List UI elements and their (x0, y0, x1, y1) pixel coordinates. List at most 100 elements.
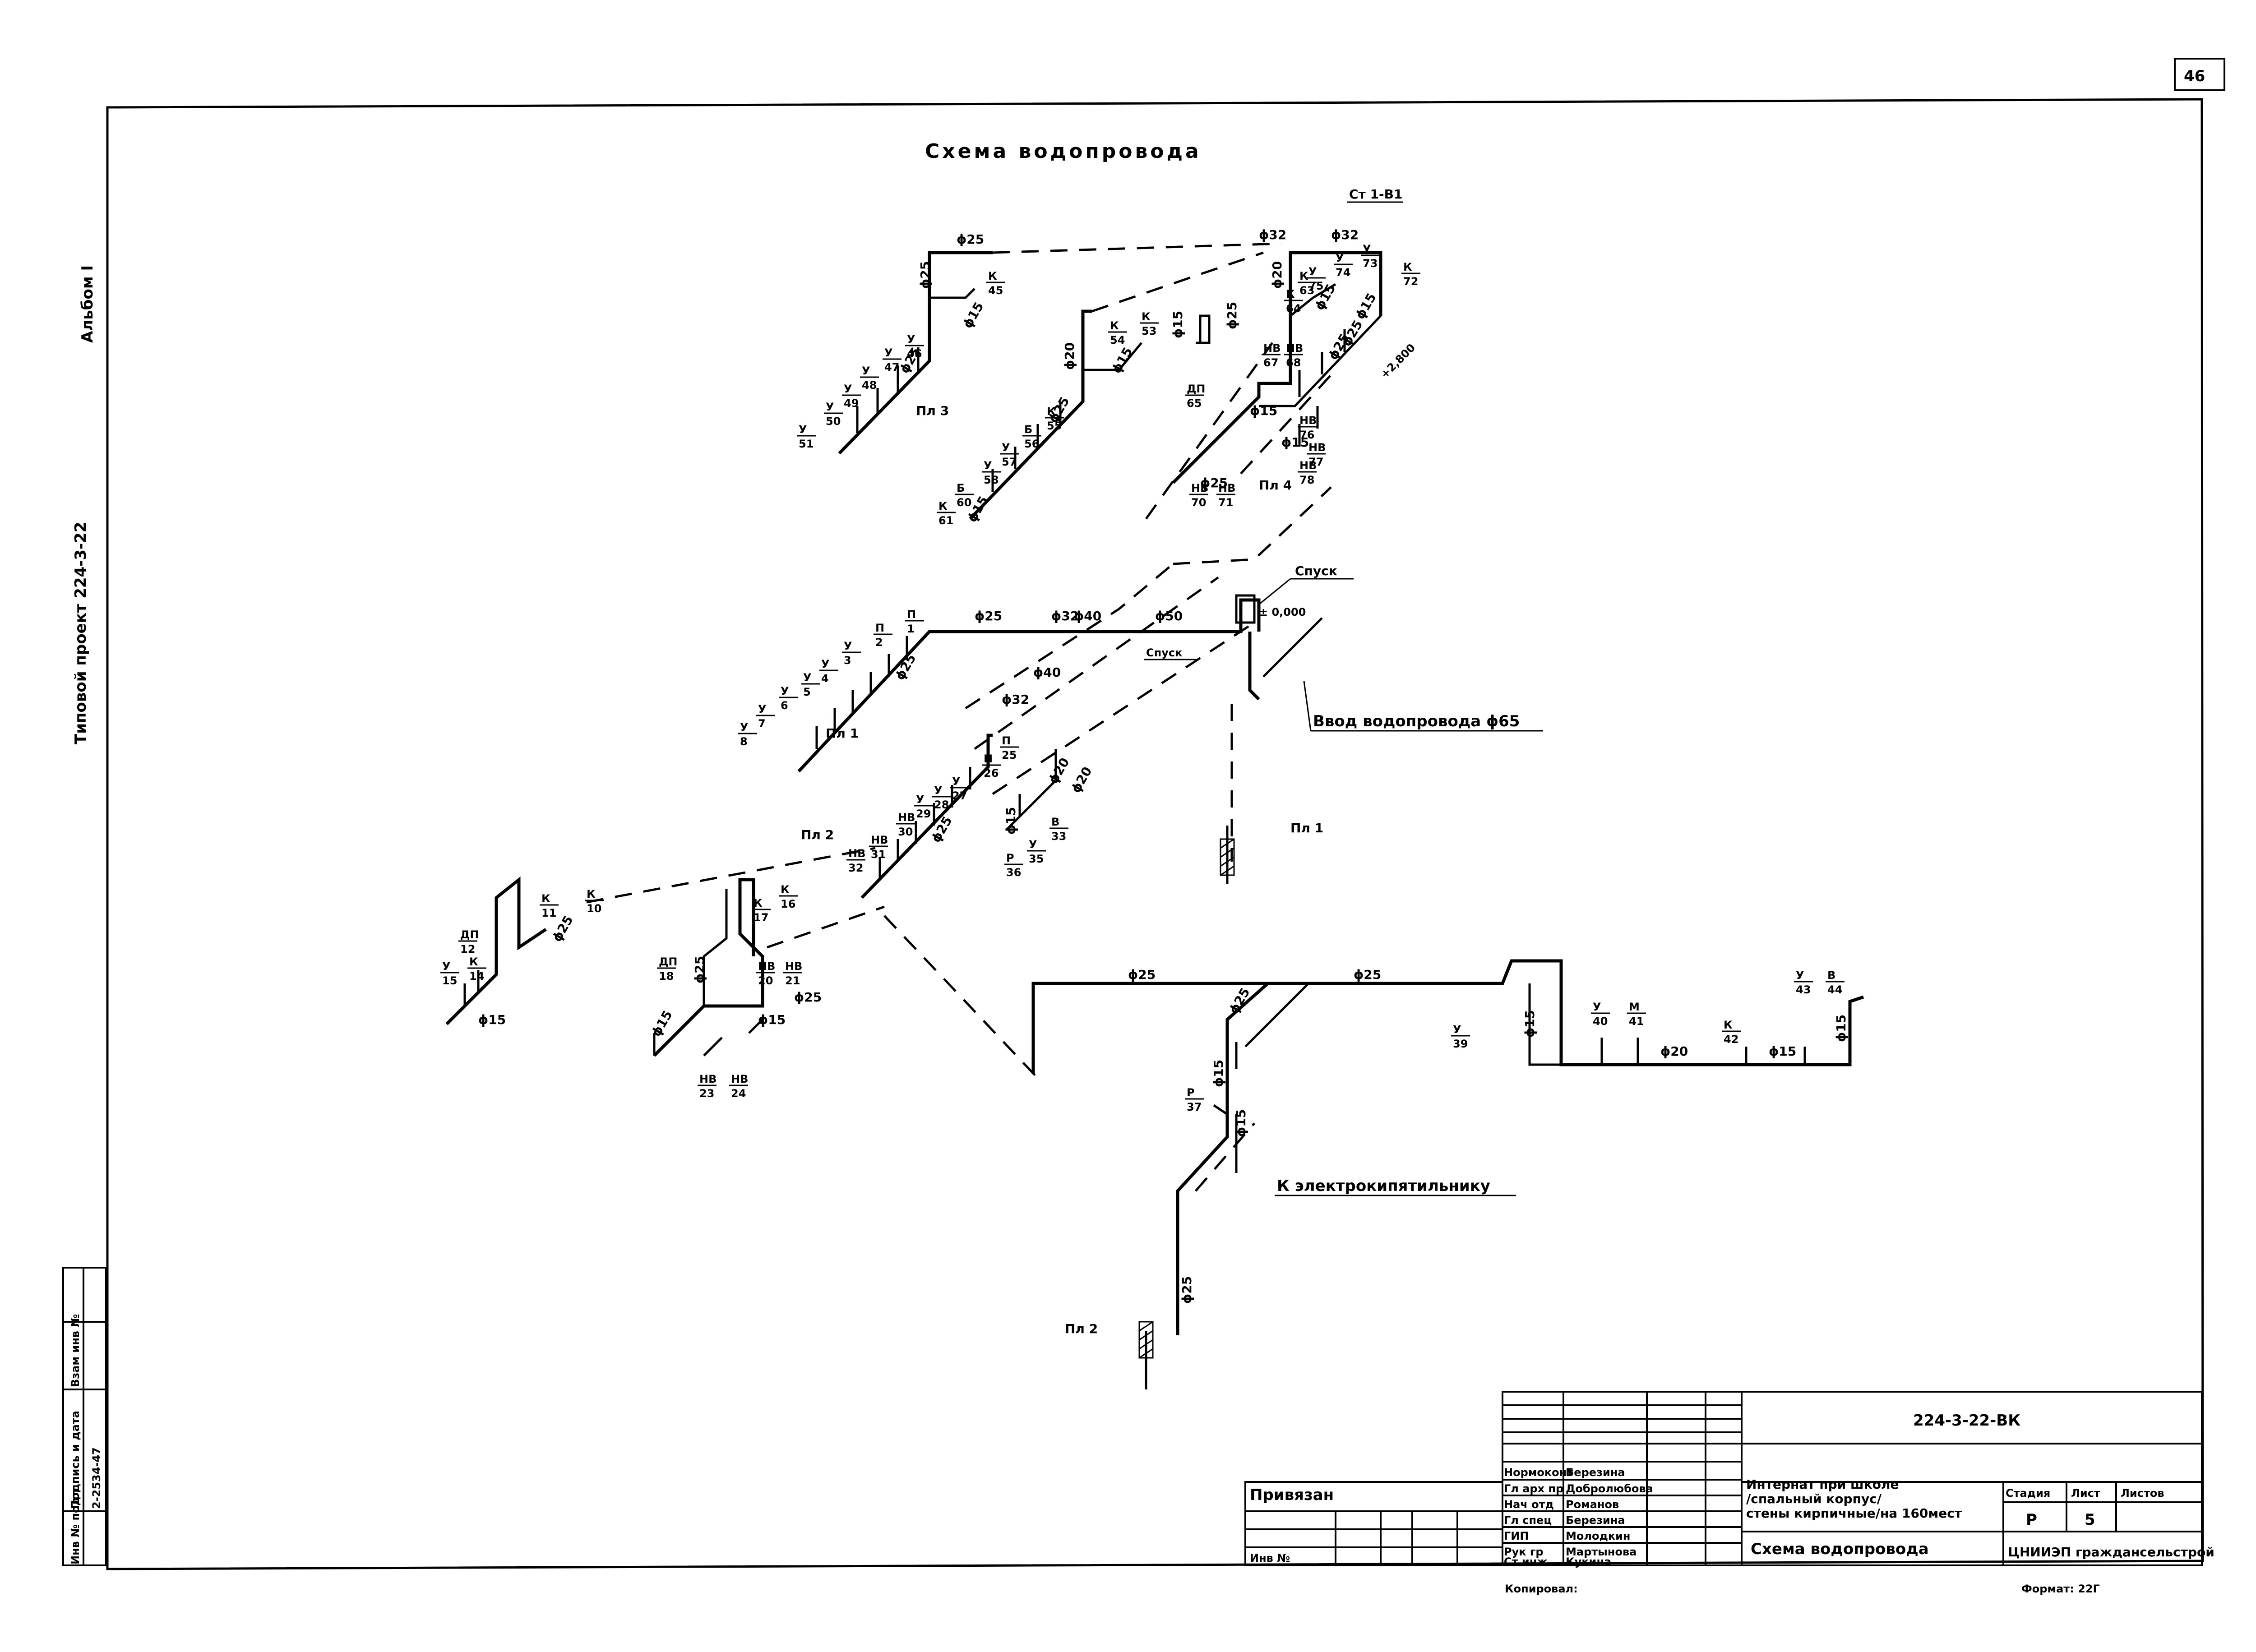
spusk-label-2: Спуск (1146, 646, 1182, 659)
fixture-number: 10 (587, 902, 601, 915)
fixture-number: 46 (907, 347, 922, 360)
album-label: Альбом I (79, 265, 97, 343)
fixture-number: 29 (916, 808, 931, 820)
fixture-number: 36 (1006, 866, 1021, 879)
fixture-number: 37 (1187, 1101, 1202, 1113)
level-label: ± 0,000 (1259, 606, 1306, 618)
sheet-number-box (2174, 58, 2225, 91)
fixture-label: М41 (1627, 1001, 1646, 1028)
diameter-label: ϕ25 (928, 814, 955, 845)
floor-hatch-1 (1220, 838, 1235, 876)
fixture-type: У (984, 459, 992, 472)
fixture-type: У (781, 685, 789, 697)
fixture-label: У39 (1451, 1023, 1470, 1050)
fixture-type: У (907, 333, 915, 346)
fixture-number: 30 (898, 826, 913, 838)
fixture-number: 55 (1047, 420, 1062, 432)
fixture-number: 33 (1051, 830, 1066, 843)
fixture-type: НВ (898, 811, 915, 824)
diameter-label: ϕ15 (1109, 345, 1135, 376)
fixture-label: К42 (1722, 1019, 1741, 1046)
fixture-label: У73 (1361, 243, 1380, 270)
fixture-number: 61 (938, 514, 953, 527)
diameter-label: ϕ15 (478, 1012, 506, 1027)
fixture-number: 78 (1299, 474, 1314, 486)
fixture-number: 15 (442, 974, 457, 987)
fixture-label: У48 (860, 365, 879, 392)
fixture-label: У35 (1027, 838, 1046, 865)
fixture-label: П25 (1000, 734, 1019, 761)
fixture-number: 49 (844, 397, 859, 410)
fixture-label: К72 (1401, 261, 1420, 288)
fixture-type: В (1051, 816, 1059, 828)
fixture-number: 67 (1263, 356, 1278, 369)
fixture-number: 20 (758, 974, 773, 987)
fixture-number: 21 (785, 974, 800, 987)
fixture-type: У (916, 793, 925, 806)
spusk-valve (1235, 594, 1256, 624)
fixture-number: 16 (781, 898, 795, 910)
fixture-type: Б (1024, 423, 1032, 436)
fixture-label: У47 (883, 346, 901, 374)
fixture-number: 51 (799, 438, 814, 450)
fixture-number: 68 (1286, 356, 1301, 369)
floor-hatch-2 (1138, 1321, 1154, 1359)
diameter-label: ϕ15 (758, 1012, 786, 1027)
spusk-label-1: Спуск (1295, 563, 1337, 578)
fixture-number: 71 (1218, 496, 1233, 509)
inventory-stamp: Инв № подл Подпись и дата Взам инв № 2-2… (62, 1267, 107, 1566)
diameter-label: ϕ32 (1002, 692, 1029, 707)
format-label: Формат: 22Г (2021, 1583, 2100, 1595)
fixture-type: У (799, 423, 807, 436)
fixture-type: НВ (1191, 482, 1208, 494)
fixture-number: 39 (1453, 1038, 1468, 1050)
diameter-label: ϕ50 (1155, 609, 1183, 623)
fixture-type: У (934, 784, 943, 797)
fixture-type: У (1796, 969, 1804, 982)
diameter-label: ϕ15 (1281, 435, 1309, 450)
fixture-type: В (1827, 969, 1835, 982)
fixture-type: У (844, 640, 852, 652)
fixture-number: 31 (871, 848, 886, 861)
fixture-type: К (587, 888, 596, 900)
title-block (1244, 1391, 2203, 1566)
fixture-type: НВ (1218, 482, 1235, 494)
name-6: Мартынова (1566, 1546, 1637, 1558)
fixture-label: Р37 (1185, 1086, 1204, 1113)
diameter-label: ϕ32 (1051, 609, 1079, 623)
diameter-label: ϕ20 (1660, 1044, 1688, 1059)
fixture-label: П26 (982, 752, 1001, 780)
fixture-label: У50 (824, 401, 843, 428)
fixture-type: К (781, 883, 790, 896)
fixture-type: ДП (1187, 383, 1205, 395)
fixture-type: М (1629, 1001, 1640, 1013)
fixture-type: ДП (659, 955, 677, 968)
role-4: Гл спец (1504, 1514, 1552, 1527)
fixture-type: П (1002, 734, 1011, 747)
fixture-type: У (952, 775, 961, 788)
role-5: ГИП (1504, 1530, 1529, 1542)
diameter-label: ϕ15 (1211, 1060, 1226, 1087)
fixture-type: У (1593, 1001, 1601, 1013)
diameter-label: ϕ25 (975, 609, 1002, 623)
fixture-type: К (1286, 288, 1295, 300)
diameter-label: ϕ15 (960, 300, 986, 331)
fixture-number: 63 (1299, 284, 1314, 297)
fixture-number: 60 (957, 496, 971, 509)
role-3: Нач отд (1504, 1498, 1554, 1511)
fixture-number: 7 (758, 717, 766, 730)
fixture-type: НВ (848, 847, 865, 860)
fixture-number: 56 (1024, 438, 1039, 450)
fixture-label: П2 (874, 622, 892, 649)
inv-label-1: Инв № подл (69, 1489, 82, 1564)
diameter-label: ϕ15 (1834, 1015, 1849, 1042)
fixture-type: К (754, 897, 763, 909)
